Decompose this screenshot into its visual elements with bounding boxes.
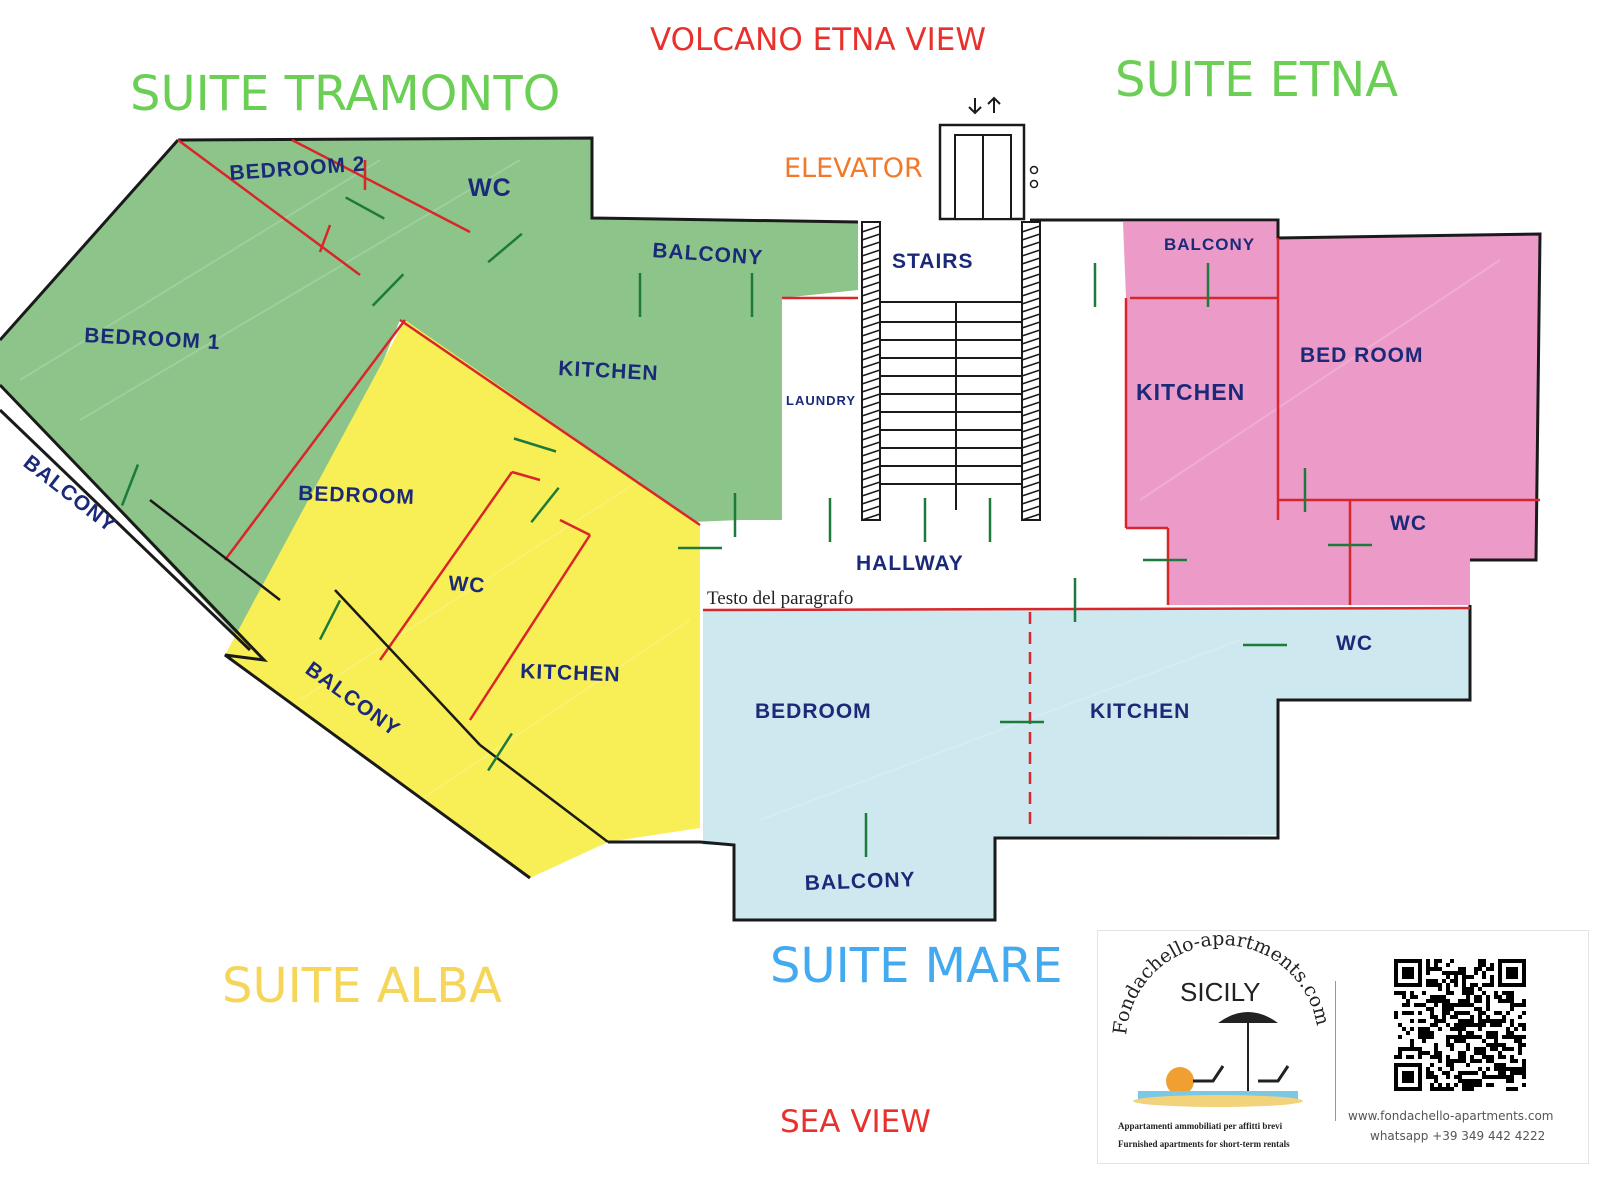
room-label: LAUNDRY: [786, 393, 856, 408]
suite-mare-title: SUITE MARE: [770, 938, 1063, 994]
whatsapp-text: whatsapp +39 349 442 4222: [1370, 1129, 1546, 1143]
door-symbol: [487, 732, 513, 772]
door-symbol: [371, 273, 405, 307]
elevator: [938, 96, 1039, 221]
paragraph-placeholder-text: Testo del paragrafo: [707, 588, 854, 609]
room-label: BED ROOM: [1300, 344, 1424, 367]
suite-etna-area: [1123, 222, 1540, 605]
sand-icon: [1133, 1095, 1303, 1107]
top-view-label: VOLCANO ETNA VIEW: [650, 22, 986, 58]
bottom-view-label: SEA VIEW: [780, 1104, 931, 1140]
call-button-icon: [1029, 165, 1039, 175]
room-label: WC: [468, 174, 512, 202]
tagline-english: Furnished apartments for short-term rent…: [1118, 1139, 1290, 1149]
stairs: [861, 221, 1041, 521]
suite-etna-title: SUITE ETNA: [1115, 52, 1398, 108]
door-symbol: [345, 196, 385, 220]
room-label: BEDROOM: [755, 700, 872, 723]
room-label: KITCHEN: [1136, 379, 1245, 405]
up-down-arrows-icon: [968, 96, 1001, 115]
room-label: WC: [448, 572, 487, 598]
suite-tramonto-area: [0, 138, 858, 660]
room-label: HALLWAY: [856, 552, 964, 575]
tagline-italian: Appartamenti ammobiliati per affitti bre…: [1118, 1121, 1283, 1131]
elevator-label: ELEVATOR: [784, 153, 923, 184]
qr-code-icon: [1394, 959, 1526, 1091]
door-symbol: [318, 599, 342, 641]
logo-region: SICILY: [1180, 977, 1260, 1007]
suite-alba-area: [225, 320, 700, 878]
suite-mare-area: [703, 608, 1470, 920]
door-symbol: [120, 464, 140, 506]
suite-tramonto-title: SUITE TRAMONTO: [130, 66, 560, 122]
room-label: BALCONY: [804, 868, 916, 895]
doors: [120, 196, 1372, 858]
suite-alba-title: SUITE ALBA: [222, 958, 502, 1014]
door-symbol: [487, 232, 523, 264]
logo-card: Fondachello-apartments.com SICILY Appart…: [1097, 930, 1589, 1164]
door-symbol: [530, 486, 560, 524]
room-label: KITCHEN: [1090, 700, 1190, 723]
room-label: WC: [1390, 512, 1427, 535]
room-label: STAIRS: [892, 250, 973, 273]
room-label: WC: [1336, 632, 1373, 655]
deck-chair-icon: [1193, 1065, 1290, 1083]
pencil-texture: [19, 159, 1501, 821]
room-label: KITCHEN: [558, 357, 659, 385]
door-symbol: [513, 437, 557, 453]
outer-walls: [0, 136, 1542, 922]
room-label: KITCHEN: [520, 660, 621, 686]
room-label: BALCONY: [1164, 235, 1255, 254]
sun-icon: [1166, 1067, 1194, 1095]
room-label: BEDROOM: [298, 482, 415, 509]
brand-logo: Fondachello-apartments.com SICILY: [1109, 931, 1334, 1107]
partitions: [149, 499, 609, 843]
website-text: www.fondachello-apartments.com: [1348, 1109, 1554, 1123]
call-button-icon: [1029, 179, 1039, 189]
